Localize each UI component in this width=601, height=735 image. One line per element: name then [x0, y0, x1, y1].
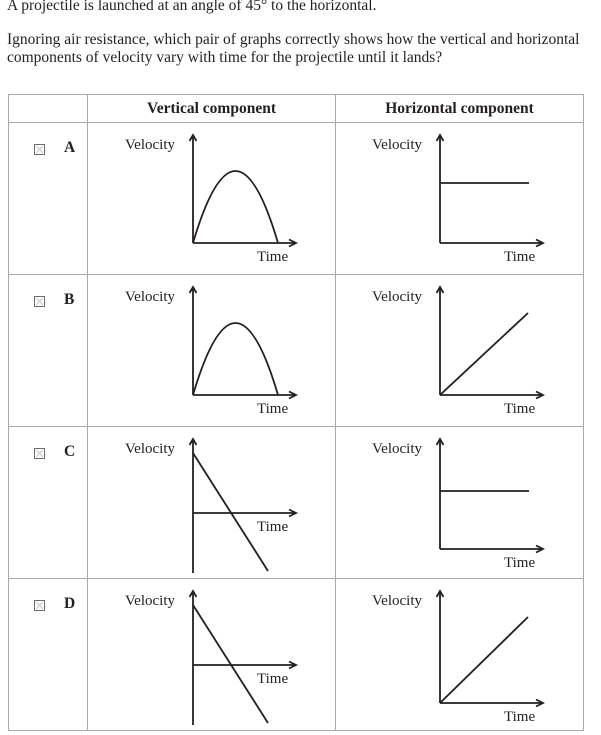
x-axis-label: Time [504, 249, 535, 265]
x-axis-label: Time [504, 401, 535, 417]
y-axis-arrow-icon [188, 437, 198, 446]
x-axis-arrow-icon [535, 698, 546, 708]
x-axis-label: Time [504, 709, 535, 725]
question-prompt: Ignoring air resistance, which pair of g… [7, 31, 580, 66]
y-axis-label: Velocity [372, 137, 422, 153]
y-axis-label: Velocity [372, 289, 422, 305]
x-axis-arrow-icon [535, 390, 546, 400]
header-vertical: Vertical component [87, 94, 336, 123]
option-letter: D [64, 595, 76, 612]
option-checkbox[interactable] [34, 296, 45, 307]
option-letter: A [64, 139, 76, 156]
option-checkbox[interactable] [34, 448, 45, 459]
y-axis-label: Velocity [125, 441, 175, 457]
y-axis-arrow-icon [435, 437, 445, 446]
x-axis-arrow-icon [535, 238, 546, 248]
y-axis-arrow-icon [435, 133, 445, 142]
y-axis-label: Velocity [125, 289, 175, 305]
velocity-curve [192, 604, 269, 724]
option-cell: C [8, 426, 88, 579]
x-axis-arrow-icon [288, 238, 299, 248]
y-axis-label: Velocity [125, 593, 175, 609]
velocity-curve [192, 170, 279, 244]
y-axis-arrow-icon [435, 589, 445, 598]
option-letter: B [64, 291, 75, 308]
header-row: Vertical component Horizontal component [8, 94, 584, 123]
header-horizontal: Horizontal component [335, 94, 584, 123]
x-axis-label: Time [504, 555, 535, 571]
x-axis-label: Time [257, 249, 288, 265]
y-axis-arrow-icon [435, 285, 445, 294]
x-axis-arrow-icon [288, 390, 299, 400]
y-axis-label: Velocity [125, 137, 175, 153]
y-axis-label: Velocity [372, 441, 422, 457]
y-axis-arrow-icon [188, 133, 198, 142]
option-checkbox[interactable] [34, 600, 45, 611]
x-axis-label: Time [257, 401, 288, 417]
velocity-curve [439, 616, 529, 704]
x-axis-arrow-icon [288, 660, 299, 670]
velocity-curve [192, 452, 269, 572]
options-table: Vertical component Horizontal component … [8, 94, 584, 731]
velocity-curve [439, 312, 529, 396]
question-text: A projectile is launched at an angle of … [7, 0, 597, 67]
x-axis-label: Time [257, 519, 288, 535]
question-intro: A projectile is launched at an angle of … [7, 0, 377, 14]
header-blank [8, 94, 88, 123]
option-checkbox[interactable] [34, 144, 45, 155]
x-axis-arrow-icon [535, 544, 546, 554]
velocity-curve [192, 322, 279, 396]
option-cell: D [8, 578, 88, 731]
option-cell: B [8, 274, 88, 427]
y-axis-arrow-icon [188, 285, 198, 294]
y-axis-label: Velocity [372, 593, 422, 609]
x-axis-arrow-icon [288, 508, 299, 518]
y-axis-arrow-icon [188, 589, 198, 598]
option-letter: C [64, 443, 76, 460]
x-axis-label: Time [257, 671, 288, 687]
option-cell: A [8, 122, 88, 275]
